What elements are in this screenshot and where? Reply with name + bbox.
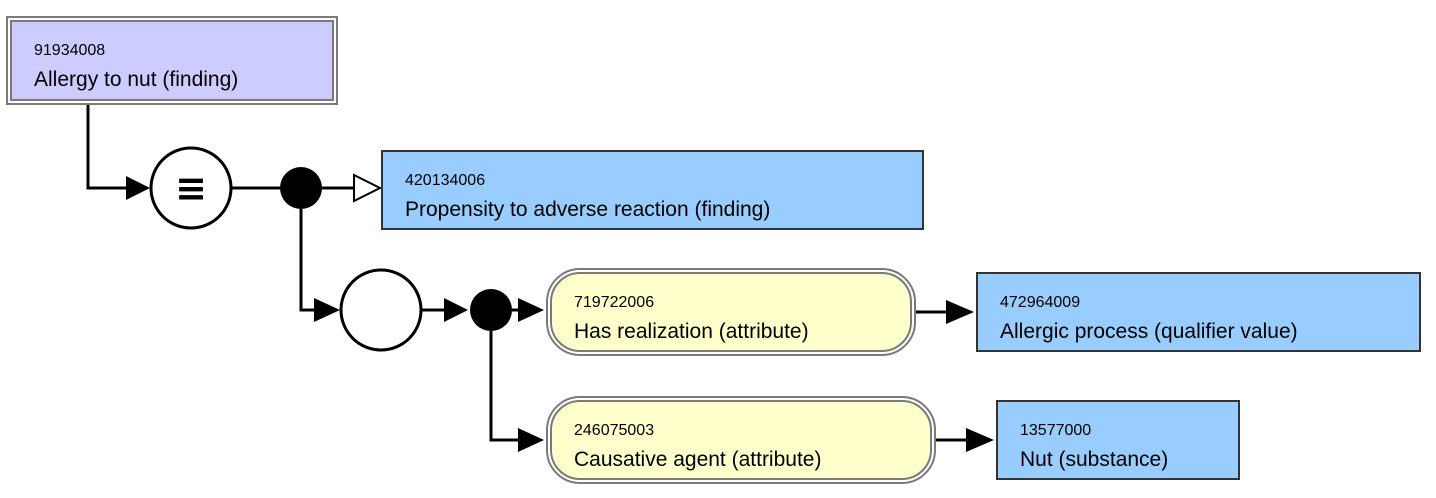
- connector-focus-to-equivalence: [86, 103, 126, 190]
- connector-to-attr2: [489, 331, 520, 442]
- isa-arrowhead: [353, 173, 383, 203]
- concept-allergic-process[interactable]: 472964009 Allergic process (qualifier va…: [976, 272, 1421, 352]
- arrowhead-attr2: [518, 428, 544, 452]
- connector-to-attribute-group: [299, 209, 316, 312]
- concept-term: Allergic process (qualifier value): [1000, 320, 1298, 343]
- attribute-term: Has realization (attribute): [574, 320, 809, 343]
- concept-allergy-to-nut[interactable]: 91934008 Allergy to nut (finding): [6, 16, 338, 105]
- concept-term: Allergy to nut (finding): [34, 68, 239, 91]
- concept-propensity-to-adverse-reaction[interactable]: 420134006 Propensity to adverse reaction…: [381, 150, 924, 230]
- attribute-id: 246075003: [574, 422, 655, 439]
- arrowhead-attr1: [518, 298, 544, 322]
- attribute-has-realization[interactable]: 719722006 Has realization (attribute): [546, 268, 916, 356]
- attribute-causative-agent[interactable]: 246075003 Causative agent (attribute): [546, 396, 936, 484]
- conjunction-dot-2: [470, 289, 512, 331]
- arrowhead-conjunction-2: [444, 298, 468, 322]
- concept-id: 420134006: [405, 172, 486, 189]
- arrowhead-value2: [966, 428, 994, 452]
- concept-id: 13577000: [1020, 422, 1092, 439]
- concept-term: Propensity to adverse reaction (finding): [405, 198, 771, 221]
- conjunction-dot-1: [280, 167, 322, 209]
- attribute-group-circle: [339, 268, 423, 352]
- arrowhead-equivalence: [126, 176, 150, 200]
- attribute-term: Causative agent (attribute): [574, 448, 822, 471]
- concept-id: 472964009: [1000, 294, 1081, 311]
- attribute-id: 719722006: [574, 294, 655, 311]
- arrowhead-attribute-group: [314, 298, 340, 322]
- concept-nut-substance[interactable]: 13577000 Nut (substance): [996, 400, 1240, 480]
- concept-id: 91934008: [34, 42, 106, 59]
- concept-term: Nut (substance): [1020, 448, 1169, 471]
- arrowhead-value1: [946, 300, 974, 324]
- equivalence-symbol: ≡: [175, 166, 207, 210]
